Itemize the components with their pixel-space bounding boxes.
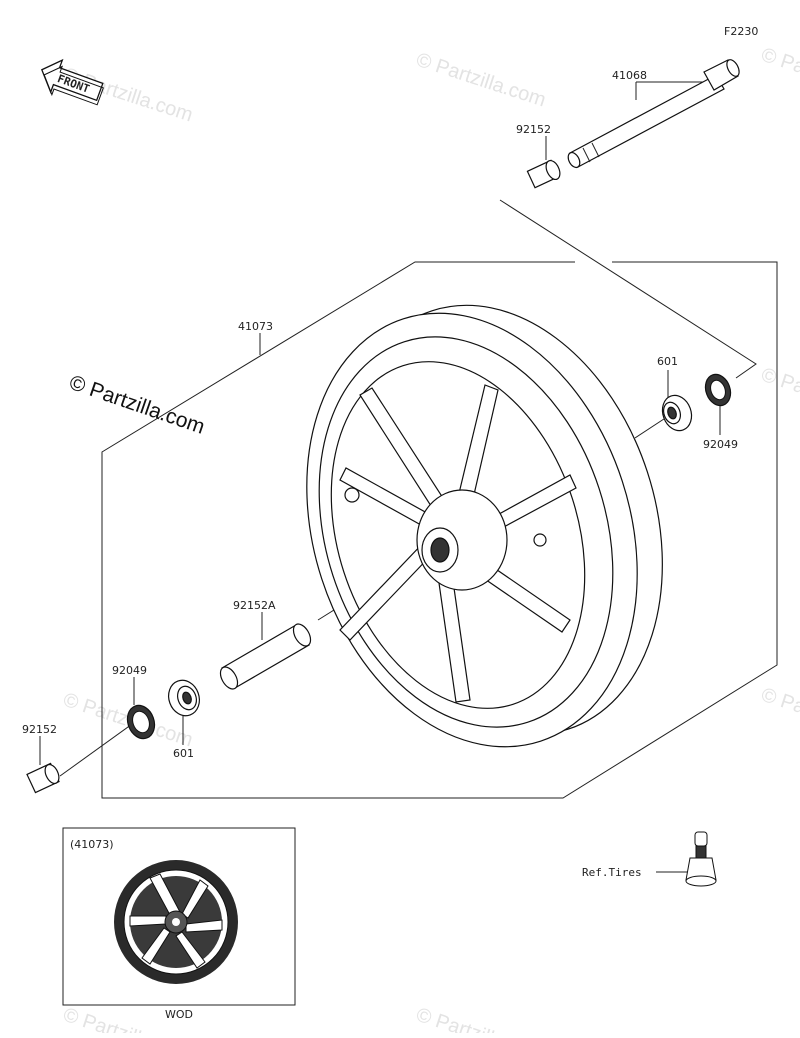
label-collar-top: 92152 — [516, 123, 551, 136]
collar-left — [26, 762, 60, 794]
label-seal-right: 92049 — [703, 438, 738, 451]
label-axle: 41068 — [612, 69, 647, 82]
watermark: © Partzilla.com — [413, 1004, 548, 1033]
watermark: © Partzilla.com — [758, 684, 800, 747]
label-wheel: 41073 — [238, 320, 273, 333]
inset-box: (41073) WOD — [62, 827, 296, 1021]
front-arrow-icon: FRONT — [40, 58, 104, 106]
label-seal-left: 92049 — [112, 664, 147, 677]
collar-mid — [219, 623, 312, 690]
seal-right — [704, 373, 732, 407]
inset-caption: WOD — [165, 1008, 193, 1021]
seal-left — [126, 704, 156, 740]
bearing-right — [661, 394, 693, 432]
collar-top — [526, 159, 561, 189]
wheel-thumbnail — [114, 860, 238, 984]
copyright-text: © Partzilla.com — [66, 371, 207, 439]
assembly-frame — [101, 199, 778, 799]
label-bearing-left: 601 — [173, 747, 194, 760]
inset-title: (41073) — [70, 838, 114, 851]
axle — [567, 59, 740, 169]
watermark: © Partzilla.com — [413, 49, 548, 112]
valve-stem-icon — [685, 831, 717, 887]
wheel — [306, 304, 663, 748]
label-bearing-right: 601 — [657, 355, 678, 368]
watermark: © Partzilla.com — [758, 44, 800, 107]
watermark: © Partzilla.com — [758, 364, 800, 427]
label-collar-left: 92152 — [22, 723, 57, 736]
ref-tires-label: Ref.Tires — [582, 866, 642, 879]
diagram-code: F2230 — [724, 25, 758, 38]
bearing-left — [168, 679, 200, 717]
label-collar-mid: 92152A — [233, 599, 276, 612]
